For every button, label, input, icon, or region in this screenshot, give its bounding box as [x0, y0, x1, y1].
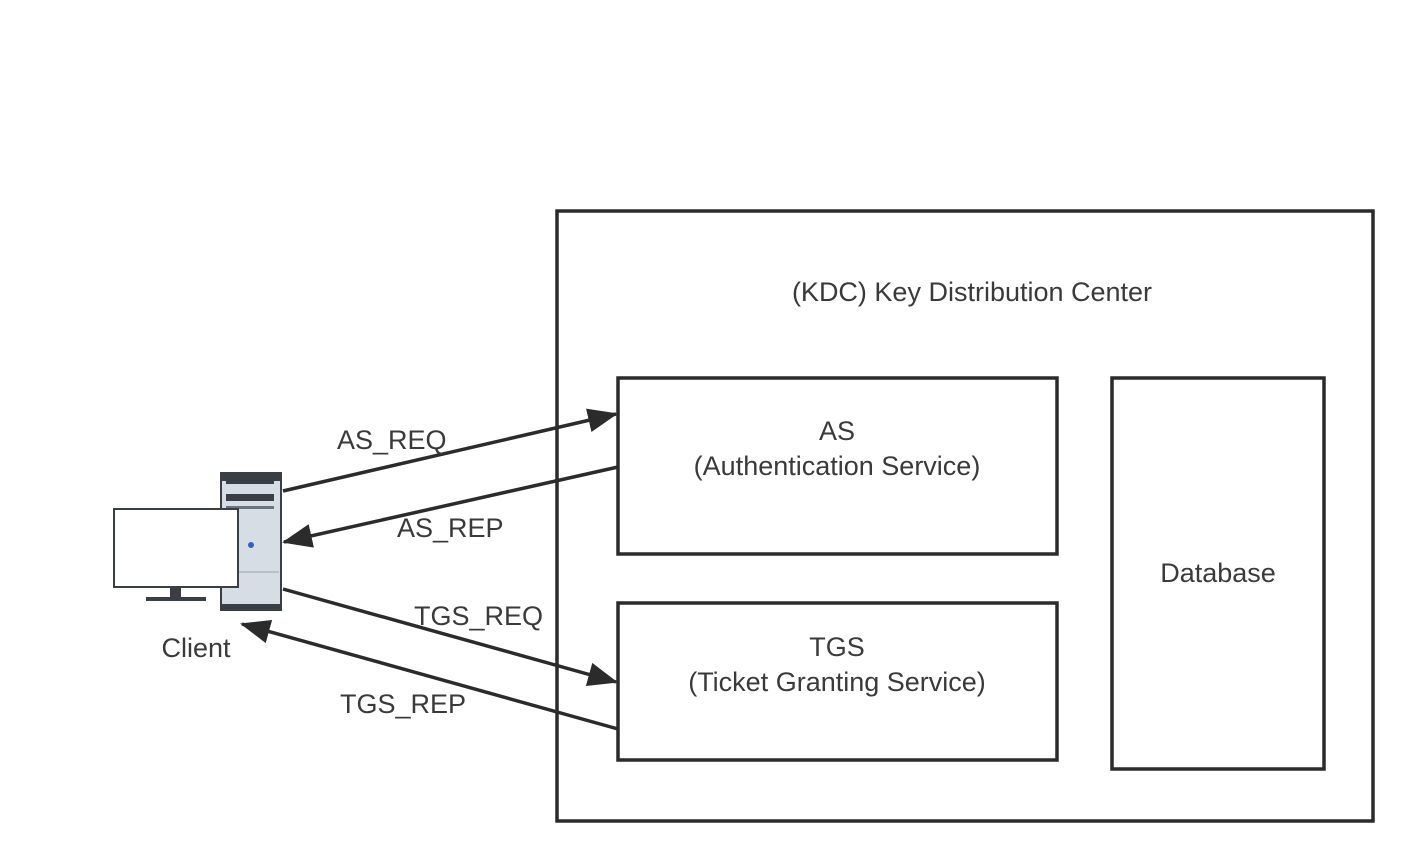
database-box: Database [1110, 376, 1326, 771]
tgs-title: TGS [809, 632, 865, 662]
tgs-rep-label: TGS_REP [340, 689, 466, 719]
as-subtitle: (Authentication Service) [694, 451, 981, 481]
database-label: Database [1160, 558, 1276, 588]
as-rep-label: AS_REP [397, 513, 504, 543]
tgs-box: TGS (Ticket Granting Service) [616, 601, 1059, 762]
as-rep-arrow [282, 465, 619, 548]
as-req-arrow [282, 408, 618, 493]
desktop-computer-icon [113, 472, 282, 611]
tgs-req-arrow [282, 587, 618, 687]
kdc-title: (KDC) Key Distribution Center [792, 277, 1152, 307]
as-box: AS (Authentication Service) [616, 376, 1059, 556]
tgs-rep-arrow [240, 619, 619, 731]
tgs-subtitle: (Ticket Granting Service) [688, 667, 986, 697]
tgs-req-label: TGS_REQ [414, 601, 543, 631]
as-title: AS [819, 416, 855, 446]
as-req-label: AS_REQ [337, 425, 447, 455]
client-label: Client [161, 633, 231, 663]
